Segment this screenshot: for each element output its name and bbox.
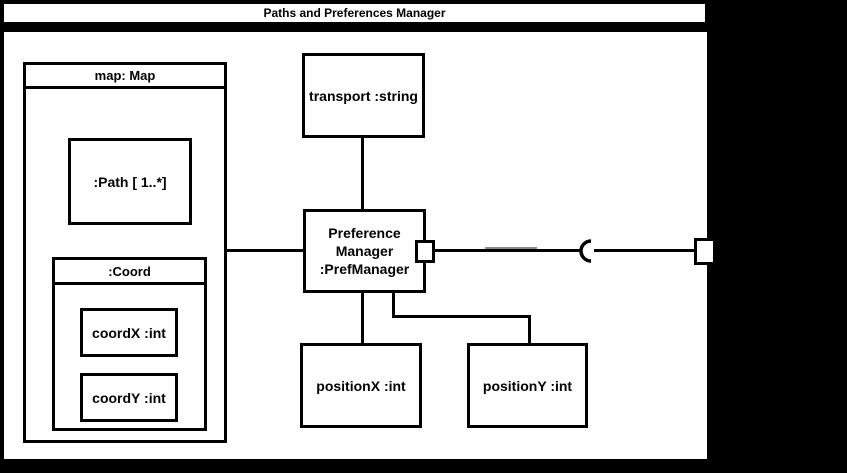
- port-frame-edge[interactable]: [694, 238, 716, 265]
- connector-socket-to-frame-port[interactable]: [594, 249, 694, 252]
- node-coordy[interactable]: coordY :int: [80, 373, 178, 422]
- diagram-title-bar: Paths and Preferences Manager: [2, 2, 707, 26]
- node-positionx-label: positionX :int: [316, 377, 406, 394]
- node-prefmanager[interactable]: Preference Manager :PrefManager: [303, 209, 426, 293]
- connector-port-to-socket[interactable]: [435, 249, 581, 252]
- connector-prefmanager-to-positiony-segment-across[interactable]: [392, 315, 531, 318]
- node-transport[interactable]: transport :string: [302, 53, 425, 138]
- node-positionx[interactable]: positionX :int: [300, 343, 422, 428]
- node-coordx-label: coordX :int: [92, 324, 166, 341]
- node-coord-label: :Coord: [108, 263, 151, 279]
- node-prefmanager-label-line2: Manager: [335, 243, 394, 259]
- connector-prefmanager-to-positiony-segment-down[interactable]: [392, 293, 395, 318]
- node-map-label: map: Map: [94, 68, 156, 83]
- node-map-header: map: Map: [26, 65, 224, 89]
- node-path[interactable]: :Path [ 1..*]: [68, 138, 192, 225]
- node-coordx[interactable]: coordX :int: [80, 308, 178, 357]
- node-coordy-label: coordY :int: [92, 389, 166, 406]
- required-interface-socket-icon[interactable]: [579, 239, 603, 263]
- connector-transport-to-prefmanager[interactable]: [361, 138, 364, 209]
- port-prefmanager[interactable]: [415, 240, 435, 263]
- connector-overlap-segment: [485, 247, 537, 249]
- node-positiony-label: positionY :int: [482, 377, 573, 394]
- connector-map-to-prefmanager[interactable]: [227, 249, 303, 252]
- connector-prefmanager-to-positionx[interactable]: [361, 293, 364, 343]
- node-positiony[interactable]: positionY :int: [467, 343, 588, 428]
- node-path-label: :Path [ 1..*]: [93, 173, 167, 190]
- node-transport-label: transport :string: [309, 87, 418, 104]
- diagram-title: Paths and Preferences Manager: [263, 6, 446, 20]
- connector-prefmanager-to-positiony-segment-drop[interactable]: [528, 315, 531, 343]
- node-prefmanager-label-line1: Preference: [328, 225, 401, 241]
- node-coord-header: :Coord: [55, 260, 204, 285]
- node-prefmanager-label-line3: :PrefManager: [319, 261, 410, 277]
